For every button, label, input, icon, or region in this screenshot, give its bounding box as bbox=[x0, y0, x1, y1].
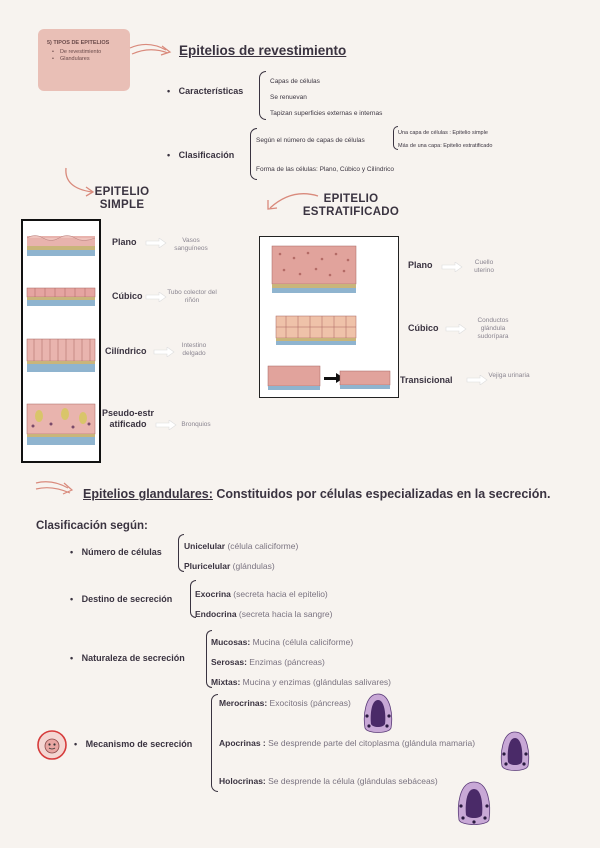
group-label: Número de células bbox=[70, 547, 162, 557]
arrow-right-icon bbox=[441, 262, 463, 272]
group-item: Unicelular (célula caliciforme) bbox=[184, 536, 298, 556]
tissue-pseudoestratificado-icon bbox=[25, 400, 97, 448]
group-label: Mecanismo de secreción bbox=[74, 739, 192, 749]
revestimiento-title: Epitelios de revestimiento bbox=[179, 43, 346, 58]
group-item: Exocrina (secreta hacia el epitelio) bbox=[195, 584, 332, 604]
group-label: Destino de secreción bbox=[70, 594, 172, 604]
swoosh-arrow-icon bbox=[34, 479, 80, 499]
group-label: Naturaleza de secreción bbox=[70, 653, 185, 663]
caracteristica-item: Se renuevan bbox=[270, 90, 382, 106]
capas-item: Una capa de células : Epitelio simple bbox=[398, 127, 492, 140]
simple-label: Plano bbox=[112, 237, 137, 247]
tissue-cilindrico-simple-icon bbox=[25, 335, 97, 375]
estratificado-example: Vejiga urinaria bbox=[488, 372, 530, 380]
group-item: Mucosas: Mucina (célula caliciforme) bbox=[211, 632, 391, 652]
group-item: Holocrinas: Se desprende la célula (glán… bbox=[219, 776, 475, 786]
group-item: Serosas: Enzimas (páncreas) bbox=[211, 652, 391, 672]
note-card: 5) TIPOS DE EPITELIOS De revestimiento G… bbox=[38, 29, 130, 91]
caracteristicas-label: Características bbox=[167, 86, 243, 96]
caracteristica-item: Tapizan superficies externas e internas bbox=[270, 106, 382, 122]
tissue-cubico-simple-icon bbox=[25, 284, 97, 310]
simple-example: Bronquios bbox=[172, 421, 220, 429]
capas-label: Según el número de capas de células bbox=[256, 137, 365, 144]
simple-example: Intestino delgado bbox=[173, 342, 215, 358]
note-item: De revestimiento bbox=[52, 49, 101, 56]
clasificacion-label: Clasificación bbox=[167, 150, 234, 160]
tissue-plano-estratificado-icon bbox=[270, 244, 358, 294]
arrow-right-icon bbox=[445, 324, 467, 334]
tissue-cubico-estratificado-icon bbox=[274, 310, 358, 346]
simple-example: Tubo colector del riñón bbox=[164, 289, 220, 305]
estratificado-example: Cuello uterino bbox=[464, 259, 504, 275]
simple-label: Cúbico bbox=[112, 291, 143, 301]
forma-label: Forma de las células: Plano, Cúbico y Ci… bbox=[256, 166, 394, 173]
note-title: 5) TIPOS DE EPITELIOS bbox=[47, 40, 109, 46]
arrow-right-icon bbox=[145, 238, 167, 248]
merocrine-gland-icon bbox=[361, 692, 395, 736]
simple-label: Cilíndrico bbox=[105, 346, 147, 356]
group-item: Merocrinas: Exocitosis (páncreas) bbox=[219, 698, 475, 738]
apocrine-gland-icon bbox=[498, 730, 532, 774]
capas-item: Más de una capa: Epitelio estratificado bbox=[398, 140, 492, 153]
swoosh-arrow-icon bbox=[128, 40, 176, 60]
tissue-plano-simple-icon bbox=[25, 232, 97, 260]
cell-sticker-icon bbox=[36, 729, 68, 761]
group-item: Pluricelular (glándulas) bbox=[184, 556, 298, 576]
group-item: Mixtas: Mucina y enzimas (glándulas sali… bbox=[211, 672, 391, 692]
glandulares-title: Epitelios glandulares: Constituidos por … bbox=[83, 487, 551, 501]
caracteristica-item: Capas de células bbox=[270, 74, 382, 90]
note-item: Glandulares bbox=[52, 56, 101, 63]
estratificado-label: Plano bbox=[408, 260, 433, 270]
simple-example: Vasos sanguíneos bbox=[166, 237, 216, 253]
simple-label: Pseudo-estratificado bbox=[100, 408, 156, 431]
group-item: Apocrinas : Se desprende parte del citop… bbox=[219, 738, 475, 776]
estratificado-label: Cúbico bbox=[408, 323, 439, 333]
arrow-right-icon bbox=[153, 347, 175, 357]
estratificado-label: Transicional bbox=[400, 375, 453, 385]
tissue-transicional-icon bbox=[266, 364, 394, 392]
arrow-right-icon bbox=[466, 375, 488, 385]
group-item: Endocrina (secreta hacia la sangre) bbox=[195, 604, 332, 624]
holocrine-gland-icon bbox=[455, 780, 493, 828]
estratificado-example: Conductos glándula sudorípara bbox=[468, 317, 518, 341]
clasificacion-segun-label: Clasificación según: bbox=[36, 520, 148, 532]
